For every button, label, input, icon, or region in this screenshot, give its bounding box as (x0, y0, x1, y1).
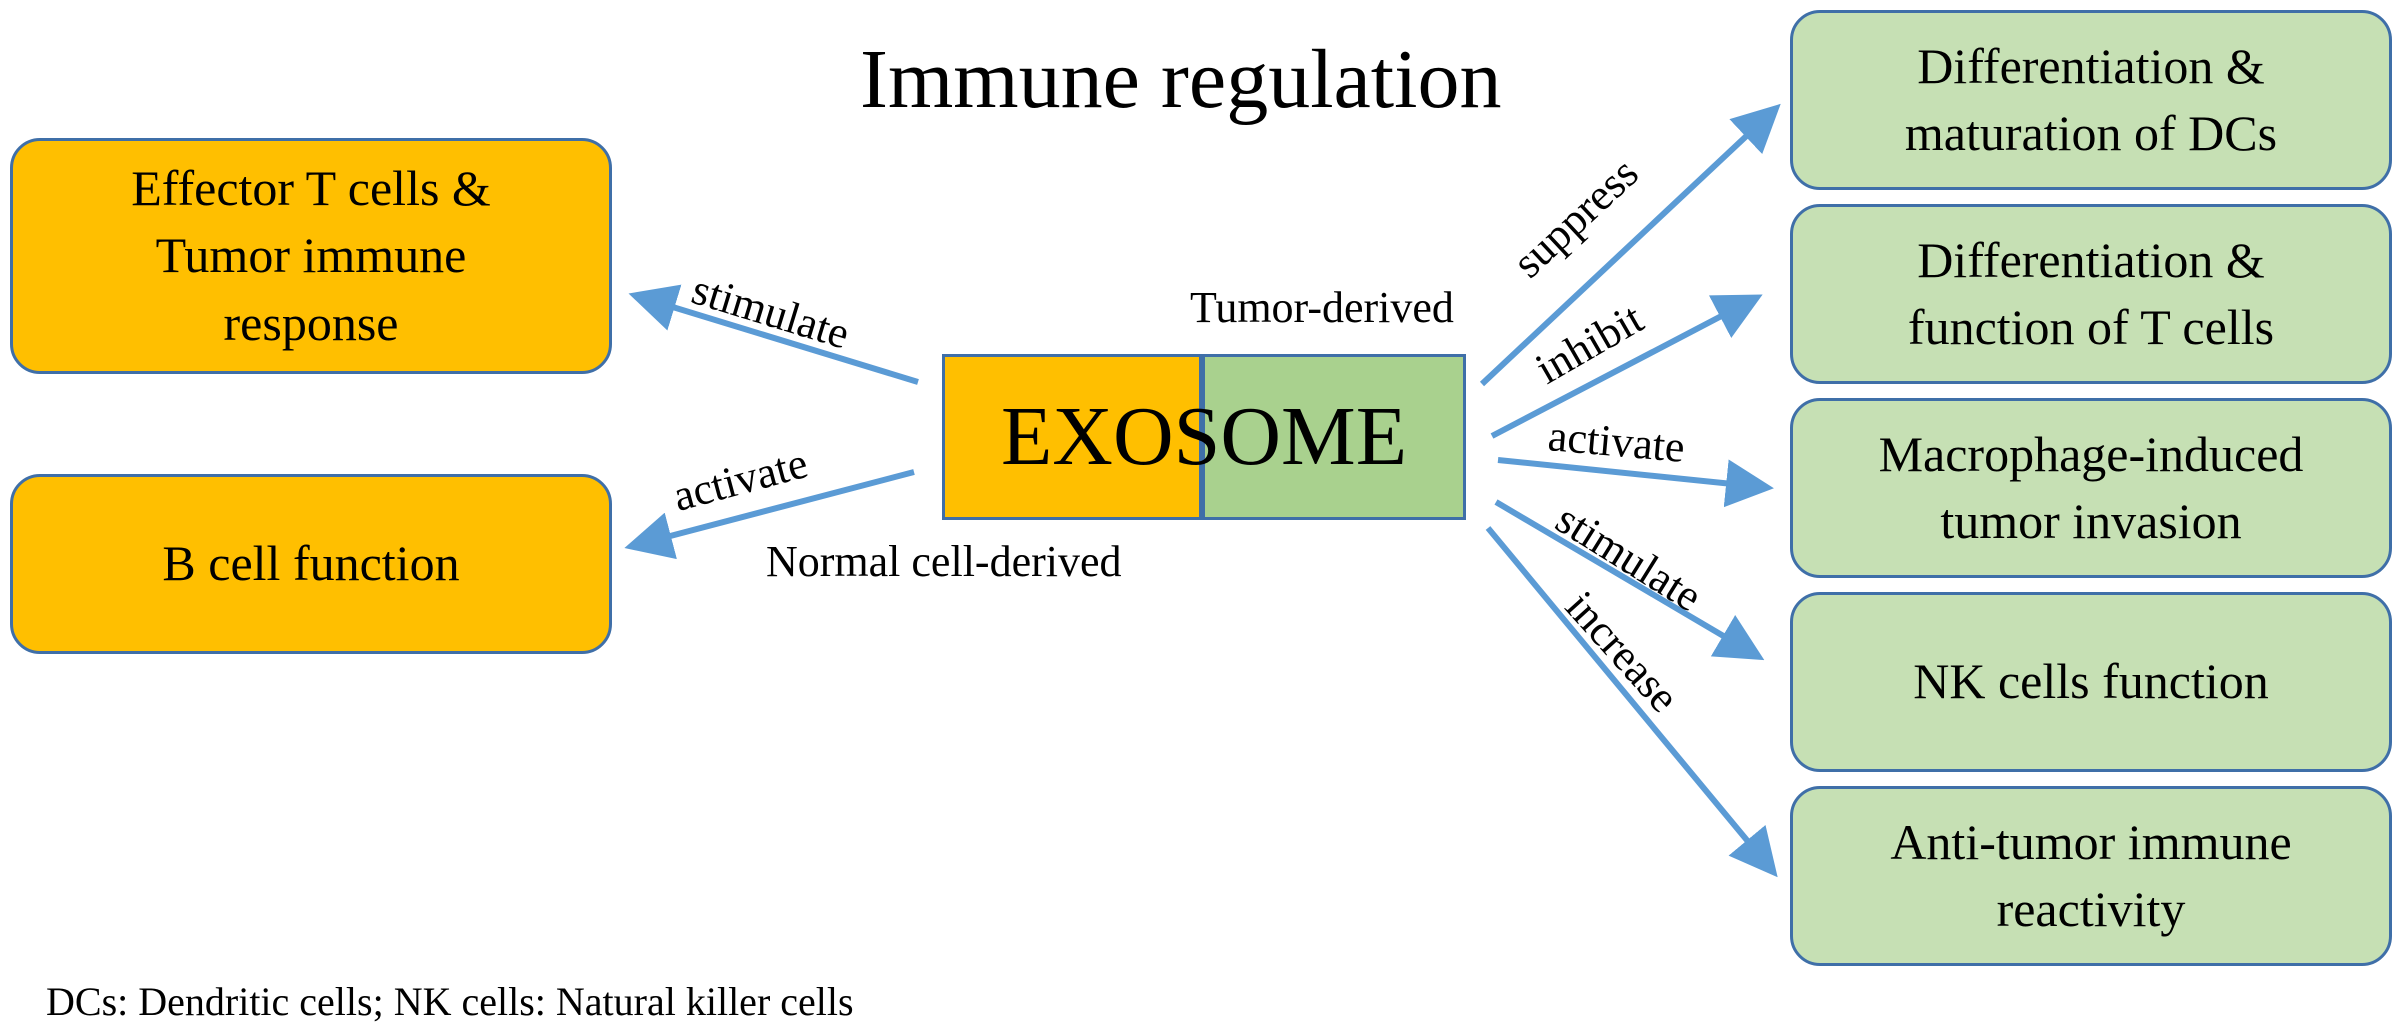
box-dcs-line1: Differentiation & (1917, 37, 2265, 94)
box-macrophage-line2: tumor invasion (1940, 493, 2242, 549)
arrow-to-b-cell-function (624, 469, 915, 560)
footnote: DCs: Dendritic cells; NK cells: Natural … (46, 979, 854, 1024)
arrow-label-activate-right: activate (1546, 411, 1687, 472)
normal-derived-label: Normal cell-derived (766, 537, 1122, 586)
box-effector-t-cells-line1: Effector T cells & (131, 159, 491, 216)
exosome-label: EXOSOME (1000, 390, 1407, 483)
box-t-cells-line2: function of T cells (1907, 299, 2275, 355)
box-b-cell-function: B cell function (10, 474, 612, 654)
arrow-to-anti-tumor (1485, 526, 1778, 878)
box-effector-t-cells-line2: Tumor immune (155, 227, 467, 284)
arrow-to-t-cells (1490, 294, 1763, 439)
box-effector-t-cells: Effector T cells & Tumor immune response (10, 138, 612, 374)
arrow-to-macrophage (1497, 457, 1774, 508)
diagram-title: Immune regulation (860, 33, 1502, 126)
box-nk-cells: NK cells function (1790, 592, 2392, 772)
box-anti-tumor-line2: reactivity (1996, 881, 2186, 937)
exosome-normal-half (942, 354, 1202, 520)
exosome-tumor-half (1202, 354, 1466, 520)
arrow-to-dcs (1479, 103, 1781, 387)
box-macrophage-line1: Macrophage-induced (1878, 425, 2304, 482)
box-anti-tumor: Anti-tumor immune reactivity (1790, 786, 2392, 966)
arrow-to-effector-t-cells (628, 284, 919, 385)
box-anti-tumor-line1: Anti-tumor immune (1890, 813, 2292, 870)
box-t-cells: Differentiation & function of T cells (1790, 204, 2392, 384)
box-effector-t-cells-line3: response (223, 294, 399, 351)
box-t-cells-line1: Differentiation & (1917, 231, 2265, 288)
box-macrophage: Macrophage-induced tumor invasion (1790, 398, 2392, 578)
box-nk-cells-line1: NK cells function (1913, 653, 2269, 710)
box-dcs-line2: maturation of DCs (1904, 105, 2278, 161)
box-dcs: Differentiation & maturation of DCs (1790, 10, 2392, 190)
tumor-derived-label: Tumor-derived (1190, 283, 1454, 332)
box-b-cell-function-line1: B cell function (162, 535, 460, 592)
arrow-to-nk-cells (1494, 499, 1765, 661)
